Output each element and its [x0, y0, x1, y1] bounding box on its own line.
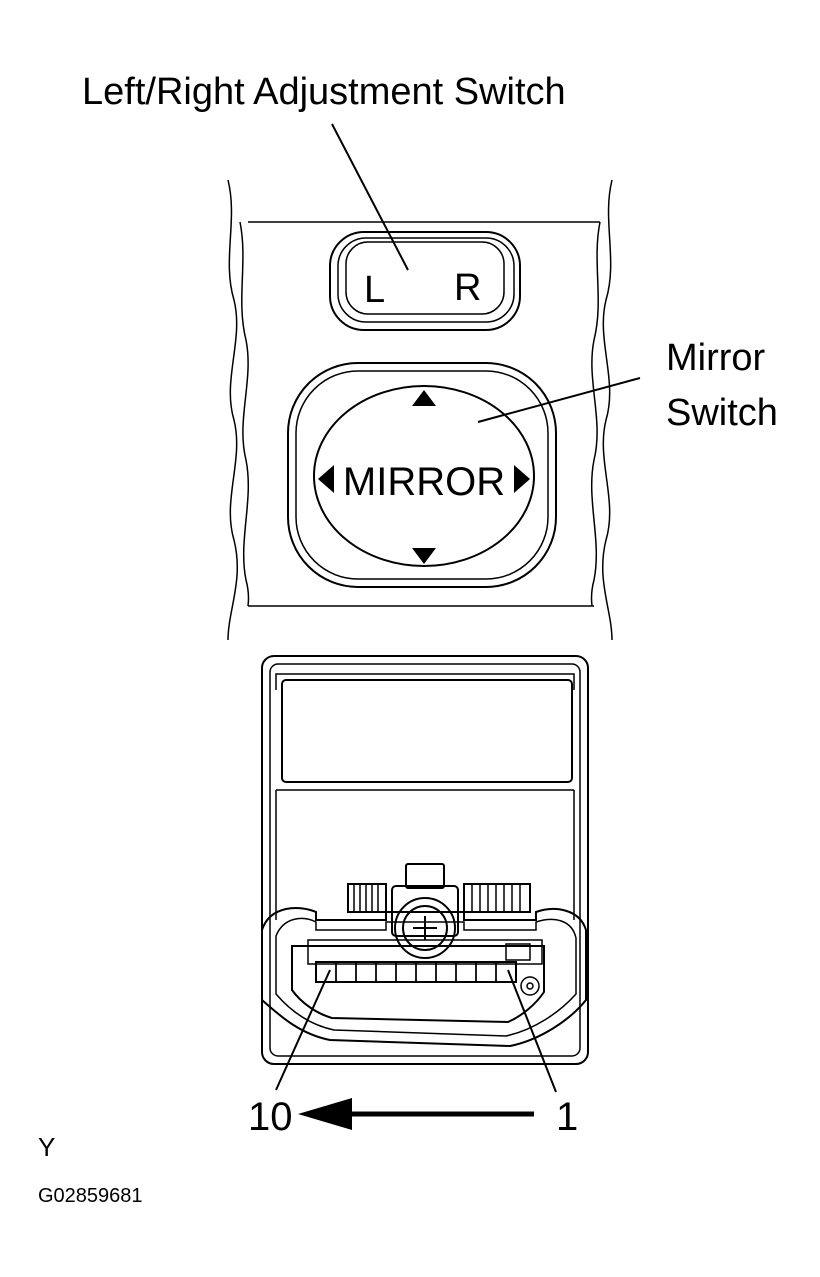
left-right-button-outer[interactable]	[329, 231, 521, 331]
left-right-switch-label: Left/Right Adjustment Switch	[82, 71, 566, 113]
left-right-switch-leader	[331, 123, 409, 271]
screw-head	[402, 905, 448, 951]
gear-right-teeth	[471, 884, 521, 912]
arrow-up-icon[interactable]	[412, 390, 436, 406]
mirror-switch-pad[interactable]	[313, 385, 535, 567]
connector-latch	[505, 943, 531, 961]
left-cut-edge-inner	[239, 221, 250, 607]
connector-pin-3	[455, 961, 477, 983]
connector-pin-6	[395, 961, 417, 983]
switch-rear-view	[261, 655, 589, 1065]
connector-pin-5	[415, 961, 437, 983]
gear-left	[347, 883, 387, 913]
gear-right	[463, 883, 531, 913]
button-right-label: R	[454, 267, 481, 309]
switch-front-view: L R MIRROR	[227, 179, 613, 641]
rear-window-frame	[275, 673, 575, 690]
connector-pin-1	[495, 961, 517, 983]
left-right-button-inner	[345, 241, 505, 315]
connector-pin-8	[355, 961, 377, 983]
connector-pin-2	[475, 961, 497, 983]
connector-pin-9	[335, 961, 357, 983]
gear-left-teeth	[353, 884, 379, 912]
mirror-switch-label-line1: Mirror	[666, 337, 766, 379]
mirror-switch-leader	[477, 377, 641, 423]
arrow-left-icon[interactable]	[318, 465, 334, 493]
mirror-switch-bezel-inner	[295, 370, 549, 580]
pin-10-label: 10	[248, 1095, 293, 1139]
pin-1-leader	[507, 969, 557, 1093]
connector-shroud-outer	[261, 907, 587, 1048]
arrow-right-icon[interactable]	[514, 465, 530, 493]
right-cut-edge	[602, 179, 613, 641]
mount-hole	[520, 976, 540, 996]
figure-code: G02859681	[38, 1185, 143, 1207]
cam-knob	[405, 863, 445, 889]
pin-1-label: 1	[556, 1095, 578, 1139]
rear-window	[281, 679, 573, 783]
mount-hole-inner	[526, 982, 534, 990]
mirror-switch-bezel-outer	[287, 362, 557, 588]
connector-shroud-inner	[275, 917, 577, 1037]
right-cut-edge-inner	[590, 221, 601, 607]
mirror-switch-text: MIRROR	[343, 460, 505, 504]
arrow-down-icon[interactable]	[412, 548, 436, 564]
connector-pins	[315, 961, 517, 983]
connector-pin-7	[375, 961, 397, 983]
mirror-switch-label-line2: Switch	[666, 392, 778, 434]
screw-head-outer	[394, 897, 456, 959]
left-right-button-mid	[337, 237, 515, 323]
view-letter: Y	[38, 1132, 55, 1162]
rear-housing-outer	[261, 655, 589, 1065]
rear-housing-inner	[269, 663, 581, 1057]
button-left-label: L	[364, 269, 385, 311]
connector-pin-4	[435, 961, 457, 983]
screw-cross-icon	[413, 916, 437, 940]
connector-body	[291, 945, 545, 1024]
left-cut-edge	[227, 179, 238, 641]
pin-direction-arrow-head-icon	[298, 1098, 352, 1130]
pin-10-leader	[275, 969, 331, 1091]
